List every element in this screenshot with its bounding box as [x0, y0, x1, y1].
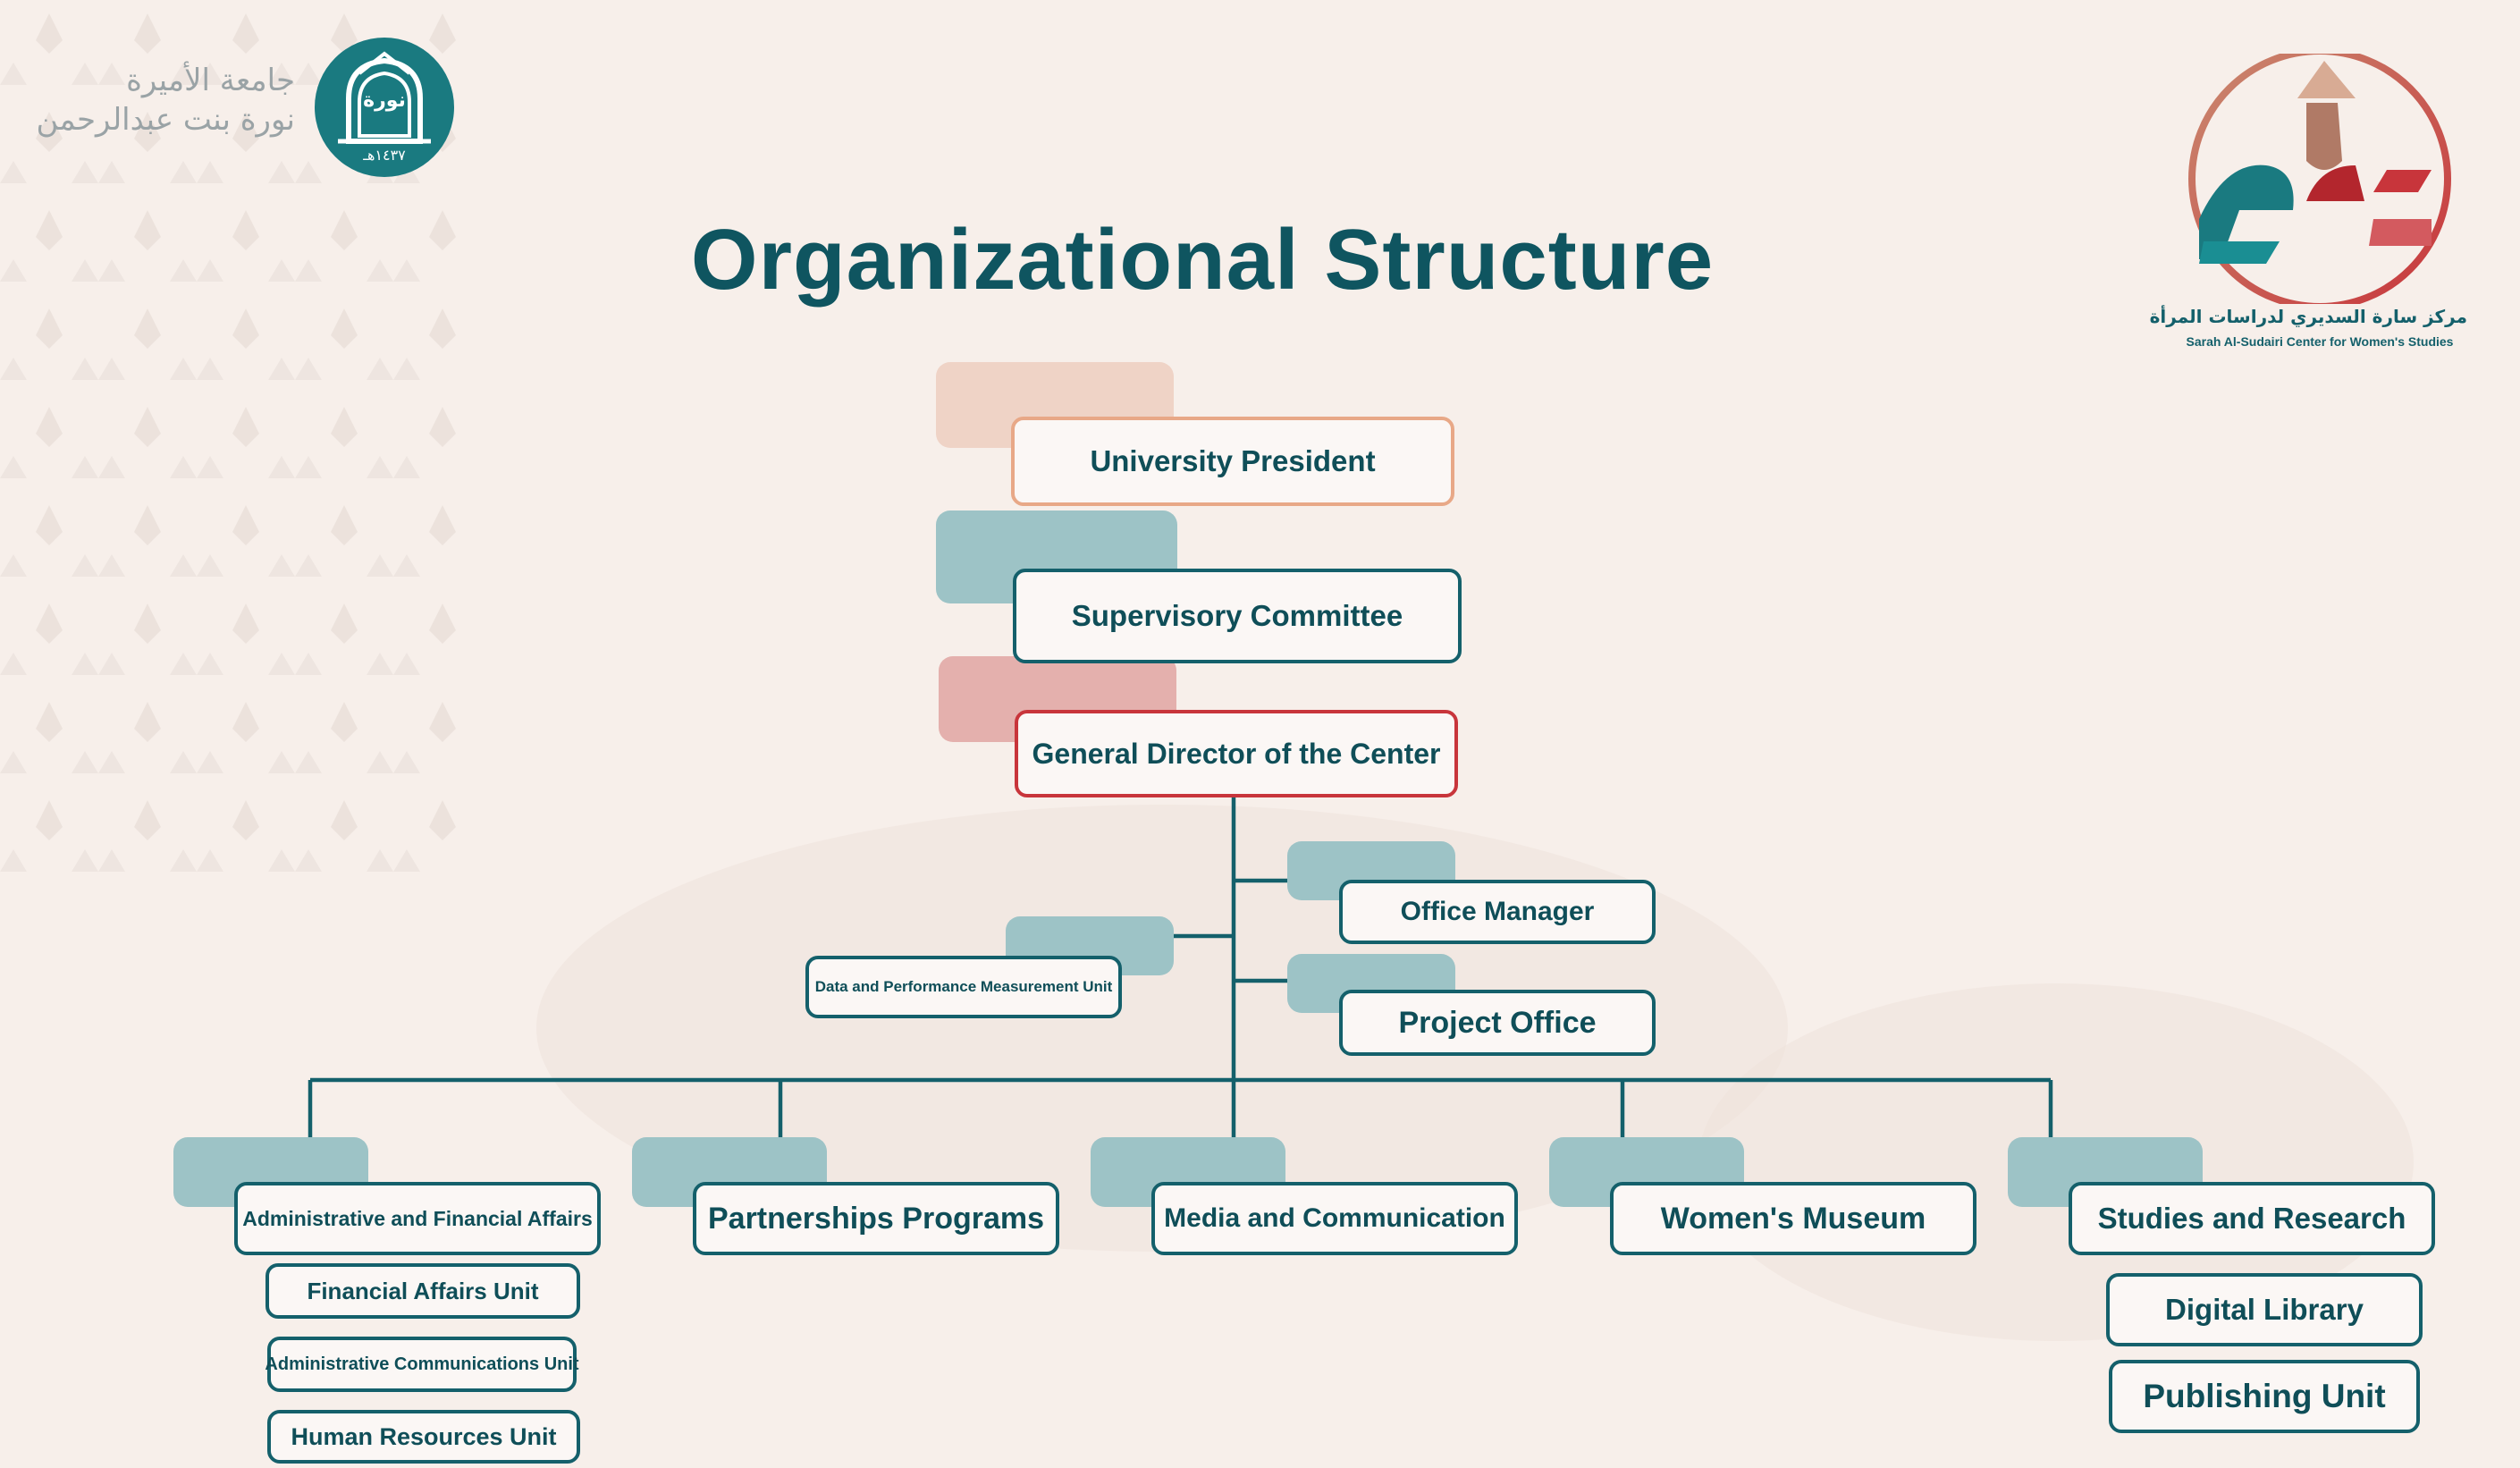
- node-digital-library: Digital Library: [2106, 1273, 2423, 1346]
- node-womens-museum: Women's Museum: [1610, 1182, 1976, 1255]
- university-name-line2: نورة بنت عبدالرحمن: [36, 102, 296, 138]
- university-name-line1: جامعة الأميرة: [126, 63, 295, 98]
- node-admin-communications-unit: Administrative Communications Unit: [265, 1337, 579, 1392]
- node-human-resources-unit: Human Resources Unit: [267, 1410, 580, 1464]
- university-name: جامعة الأميرة نورة بنت عبدالرحمن: [37, 61, 296, 139]
- center-logo: مركز سارة السديري لدراسات المرأة Sarah A…: [2149, 47, 2467, 358]
- university-year: ١٤٣٧هـ: [363, 147, 406, 164]
- center-name-english: Sarah Al-Sudairi Center for Women's Stud…: [2186, 334, 2454, 349]
- university-logo: جامعة الأميرة نورة بنت عبدالرحمن نورة ١٤…: [36, 36, 456, 179]
- node-media-communication: Media and Communication: [1151, 1182, 1518, 1255]
- node-financial-affairs-unit: Financial Affairs Unit: [265, 1263, 580, 1319]
- node-general-director: General Director of the Center: [1015, 710, 1458, 797]
- center-name-arabic: مركز سارة السديري لدراسات المرأة: [2149, 306, 2467, 327]
- node-publishing-unit: Publishing Unit: [2109, 1360, 2420, 1433]
- center-logo-icon: [2188, 47, 2451, 310]
- node-admin-financial-affairs: Administrative and Financial Affairs: [234, 1182, 601, 1255]
- university-emblem-icon: نورة ١٤٣٧هـ: [313, 36, 456, 179]
- node-supervisory-committee: Supervisory Committee: [1013, 569, 1462, 663]
- node-partnerships-programs: Partnerships Programs: [693, 1182, 1059, 1255]
- node-office-manager: Office Manager: [1339, 880, 1656, 944]
- node-university-president: University President: [1011, 417, 1454, 506]
- page-title: Organizational Structure: [690, 212, 1715, 308]
- node-data-performance-unit: Data and Performance Measurement Unit: [805, 956, 1122, 1018]
- university-emblem-text: نورة: [363, 89, 406, 112]
- node-studies-research: Studies and Research: [2069, 1182, 2435, 1255]
- node-project-office: Project Office: [1339, 990, 1656, 1056]
